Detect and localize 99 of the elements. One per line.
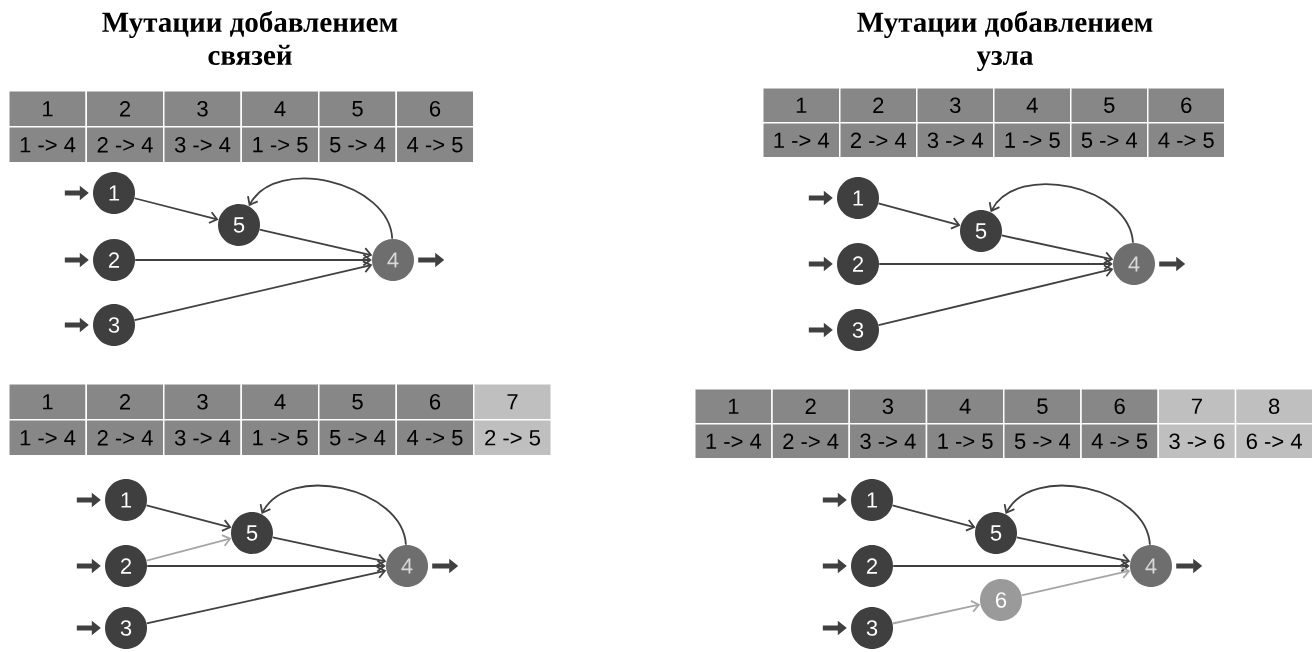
table-cell: 8	[1234, 388, 1312, 425]
table-cell: 1 -> 5	[993, 122, 1072, 159]
table-cell: 3	[848, 388, 928, 425]
circle-node: 2	[837, 243, 879, 285]
table-cell: 5	[1003, 388, 1082, 425]
table-cell: 3 -> 6	[1157, 423, 1237, 460]
table-cell: 5	[318, 90, 397, 128]
table-cell: 2	[85, 383, 165, 421]
table-cell: 4	[240, 383, 320, 421]
table-cell: 3	[163, 90, 242, 128]
table-cell: 4 -> 5	[395, 126, 475, 164]
arrow	[892, 559, 1130, 573]
table-cell: 1	[694, 388, 773, 425]
arrow	[146, 559, 386, 573]
circle-node: 3	[837, 309, 879, 351]
title: Мутации добавлением связей	[102, 10, 398, 65]
table-cell: 6 -> 4	[1234, 423, 1312, 460]
arrow	[891, 504, 976, 532]
table-cell: 1 -> 5	[240, 126, 320, 164]
arrow	[1003, 484, 1151, 546]
table-cell: 4 -> 5	[395, 419, 475, 457]
table-cell: 1 -> 4	[694, 423, 773, 460]
table-cell: 2 -> 4	[85, 126, 165, 164]
arrow	[877, 202, 961, 230]
arrow	[145, 566, 387, 625]
table-cell: 2 -> 4	[85, 419, 165, 457]
table-cell: 4	[993, 87, 1072, 124]
circle-node: 2	[105, 545, 147, 587]
table-cell: 3 -> 4	[848, 423, 928, 460]
circle-node: 5	[960, 210, 1002, 252]
table-cell: 4 -> 5	[1147, 122, 1226, 159]
table-cell: 1 -> 5	[925, 423, 1005, 460]
table-cell: 2	[771, 388, 850, 425]
circle-node: 4	[386, 545, 428, 587]
table-cell: 6	[395, 90, 475, 128]
table-cell: 1 -> 5	[240, 419, 320, 457]
circle-node: 3	[851, 607, 893, 649]
table-cell: 5 -> 4	[1003, 423, 1082, 460]
table-cell: 1 -> 4	[8, 419, 87, 457]
circle-node: 2	[851, 545, 893, 587]
circle-node: 1	[837, 177, 879, 219]
table-cell: 2	[839, 87, 918, 124]
table-cell: 3	[163, 383, 242, 421]
table-cell: 1	[762, 87, 841, 124]
arrow	[878, 257, 1113, 271]
circle-node: 3	[105, 607, 147, 649]
arrow	[259, 484, 407, 546]
table-cell: 4	[240, 90, 320, 128]
arrow	[1000, 234, 1114, 264]
table-cell: 6	[395, 383, 475, 421]
circle-node: 3	[93, 304, 135, 346]
circle-node: 5	[218, 204, 260, 246]
table-cell: 1	[8, 383, 87, 421]
arrow	[247, 177, 394, 240]
circle-node: 1	[105, 479, 147, 521]
arrow	[145, 534, 232, 562]
table-cell: 1	[8, 90, 87, 128]
circle-node: 5	[231, 512, 273, 554]
table-cell: 4 -> 5	[1080, 423, 1159, 460]
table-cell: 3 -> 4	[163, 419, 242, 457]
circle-node: 1	[93, 172, 135, 214]
table-cell: 6	[1080, 388, 1159, 425]
table-cell: 4	[925, 388, 1005, 425]
table-cell: 3	[916, 87, 995, 124]
table-cell: 7	[1157, 388, 1237, 425]
table-cell: 2 -> 4	[839, 122, 918, 159]
circle-node: 6	[980, 579, 1022, 621]
circle-node: 4	[1113, 243, 1155, 285]
arrow	[891, 600, 981, 625]
table-cell: 1 -> 4	[8, 126, 87, 164]
arrow	[271, 536, 387, 567]
arrow	[145, 504, 232, 532]
arrow	[988, 183, 1134, 244]
circle-node: 4	[1130, 545, 1172, 587]
circle-node: 4	[372, 239, 414, 281]
arrow	[877, 264, 1114, 326]
arrow	[133, 260, 373, 322]
table-cell: 5 -> 4	[1070, 122, 1149, 159]
table-cell: 2 -> 5	[473, 419, 552, 457]
circle-node: 1	[851, 479, 893, 521]
table-cell: 5 -> 4	[318, 126, 397, 164]
table-cell: 3 -> 4	[916, 122, 995, 159]
table-cell: 5 -> 4	[318, 419, 397, 457]
arrow	[1020, 566, 1131, 597]
title: Мутации добавлением узла	[857, 11, 1153, 71]
table-cell: 2	[85, 90, 165, 128]
arrow	[134, 253, 372, 267]
arrow	[1015, 536, 1131, 567]
arrow	[258, 228, 373, 260]
circle-node: 5	[975, 512, 1017, 554]
table-cell: 6	[1147, 87, 1226, 124]
table-cell: 5	[1070, 87, 1149, 124]
table-cell: 2 -> 4	[771, 423, 850, 460]
table-cell: 5	[318, 383, 397, 421]
table-cell: 1 -> 4	[762, 122, 841, 159]
table-cell: 3 -> 4	[163, 126, 242, 164]
circle-node: 2	[93, 239, 135, 281]
table-cell: 7	[473, 383, 552, 421]
arrow	[133, 197, 219, 224]
